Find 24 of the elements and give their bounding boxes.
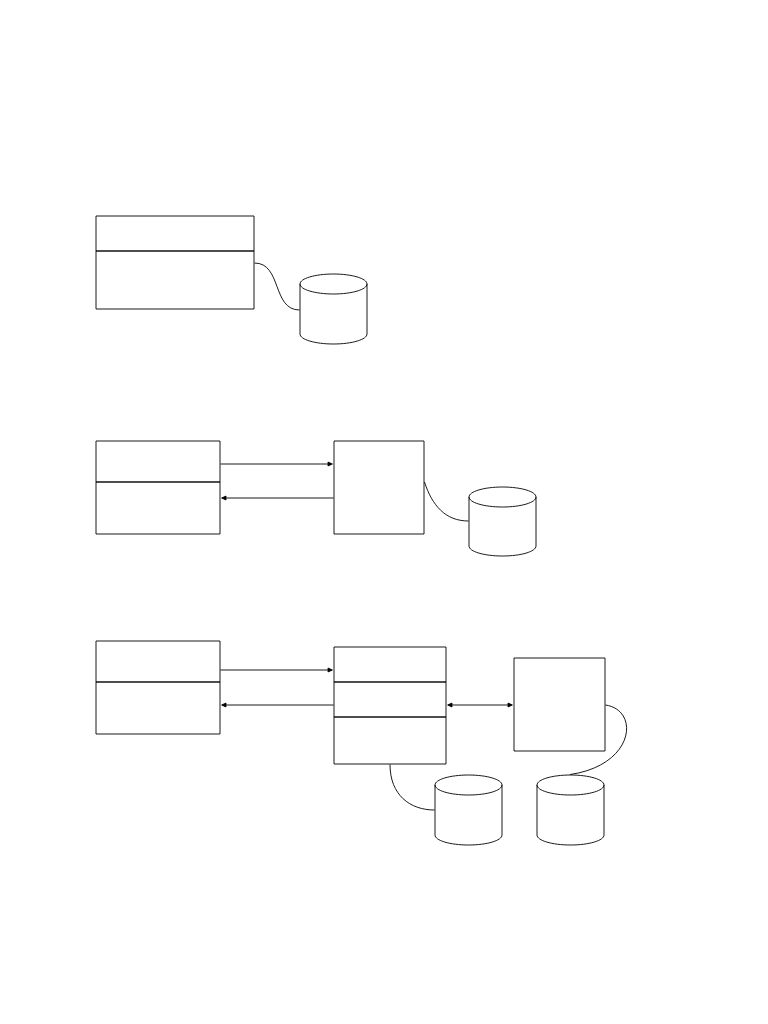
box: [95, 440, 221, 483]
arrow: [220, 461, 333, 467]
database-cylinder: [434, 774, 503, 846]
box: [333, 646, 447, 683]
connector-line: [389, 764, 435, 811]
box: [333, 440, 425, 535]
arrow: [221, 702, 334, 708]
box: [333, 716, 447, 765]
arrow: [220, 667, 333, 673]
box: [95, 681, 221, 735]
box: [95, 250, 255, 310]
connector-line: [569, 704, 628, 775]
connector-line: [254, 262, 300, 311]
box: [95, 481, 221, 535]
database-cylinder: [299, 273, 368, 345]
box: [95, 640, 221, 683]
box: [95, 215, 255, 252]
box: [513, 657, 606, 752]
database-cylinder: [536, 774, 605, 846]
connector-line: [424, 481, 469, 522]
box: [333, 681, 447, 718]
arrow: [221, 495, 334, 501]
database-cylinder: [468, 486, 537, 557]
arrow: [447, 702, 513, 708]
